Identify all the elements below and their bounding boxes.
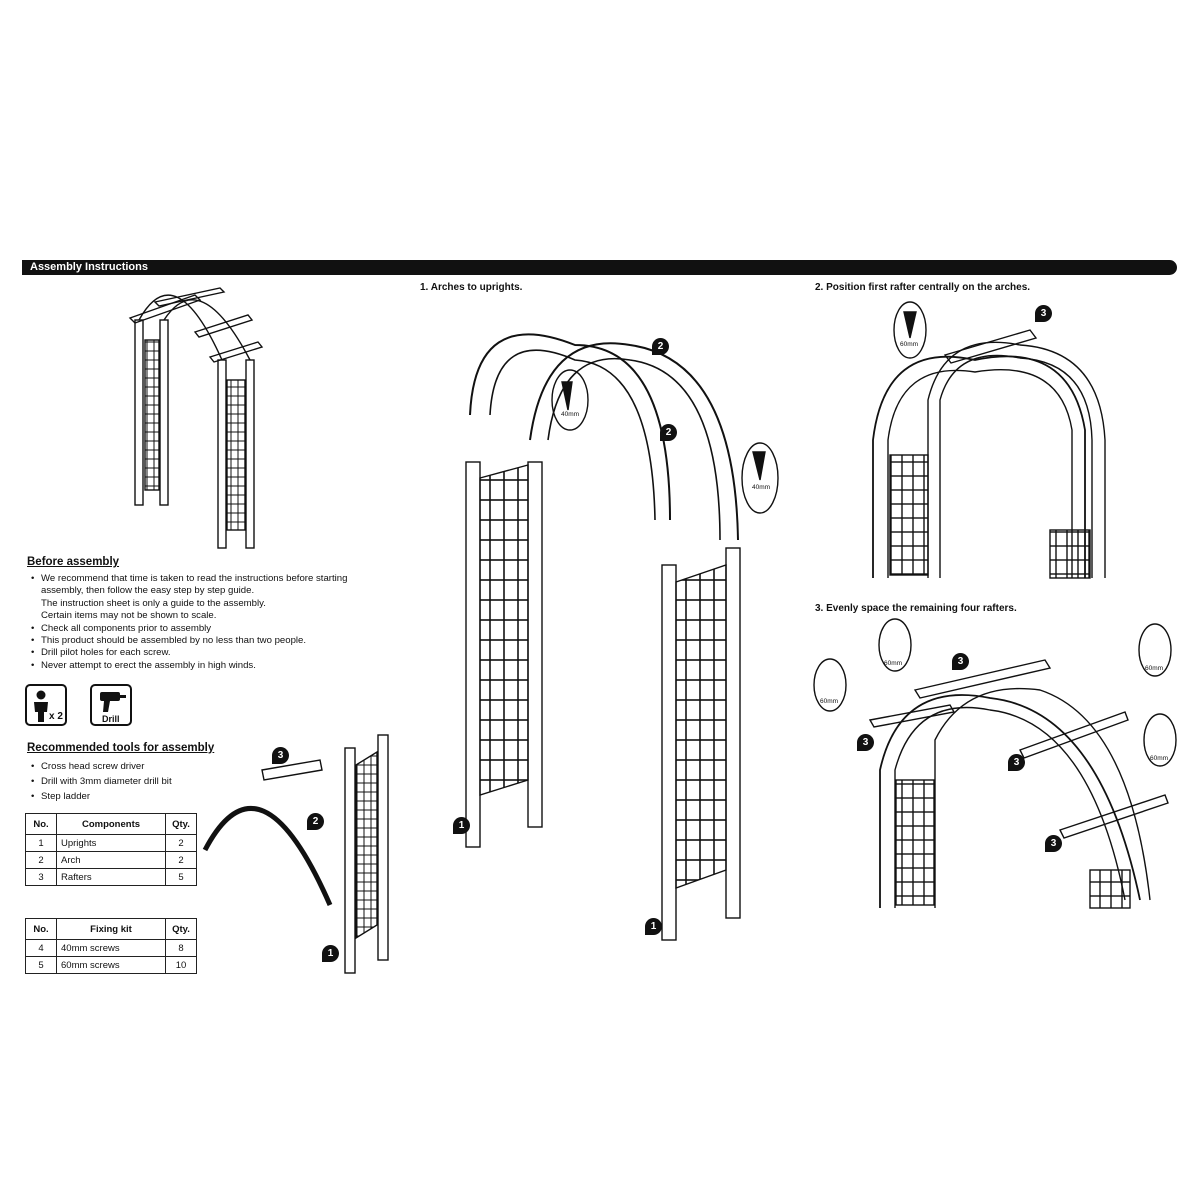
list-item: Cross head screw driver: [28, 759, 328, 774]
callout-2: 2: [652, 338, 669, 355]
step-2-title: 2. Position first rafter centrally on th…: [815, 282, 1031, 293]
callout-3: 3: [857, 734, 874, 751]
callout-1: 1: [645, 918, 662, 935]
two-people-icon: x 2: [25, 684, 67, 726]
before-assembly-list: We recommend that time is taken to read …: [28, 573, 363, 673]
callout-1: 1: [322, 945, 339, 962]
step-1-illustration: [465, 333, 779, 941]
tools-heading: Recommended tools for assembly: [27, 742, 215, 754]
screw-size-label: 60mm: [1145, 665, 1164, 672]
table-header-row: No. Fixing kit Qty.: [25, 918, 197, 940]
step-3-title: 3. Evenly space the remaining four rafte…: [815, 603, 1017, 614]
list-item: Drill with 3mm diameter drill bit: [28, 774, 328, 789]
list-item: Step ladder: [28, 789, 328, 804]
screw-size-label: 60mm: [884, 660, 903, 667]
screw-size-label: 40mm: [752, 484, 771, 491]
callout-3: 3: [1045, 835, 1062, 852]
callout-3: 3: [1035, 305, 1052, 322]
screw-size-label: 60mm: [900, 341, 919, 348]
screw-size-label: 40mm: [561, 411, 580, 418]
callout-3: 3: [1008, 754, 1025, 771]
tools-list: Cross head screw driver Drill with 3mm d…: [28, 759, 328, 804]
callout-2: 2: [660, 424, 677, 441]
overview-arch-illustration: [128, 287, 264, 549]
callout-1: 1: [453, 817, 470, 834]
parts-illustration: [202, 734, 389, 974]
drill-icon: Drill: [90, 684, 132, 726]
step-2-illustration: [872, 301, 1106, 579]
header-banner: Assembly Instructions: [22, 260, 1177, 275]
list-item: Check all components prior to assembly: [28, 623, 363, 636]
list-item: Drill pilot holes for each screw.: [28, 647, 363, 660]
list-item: This product should be assembled by no l…: [28, 635, 363, 648]
list-item: We recommend that time is taken to read …: [28, 573, 363, 623]
step-1-title: 1. Arches to uprights.: [420, 282, 523, 293]
page-title: Assembly Instructions: [30, 261, 148, 273]
callout-3: 3: [952, 653, 969, 670]
step-3-illustration: [813, 618, 1177, 909]
screw-size-label: 60mm: [1150, 755, 1169, 762]
screw-size-label: 60mm: [820, 698, 839, 705]
callout-2: 2: [307, 813, 324, 830]
before-assembly-heading: Before assembly: [27, 556, 120, 568]
list-item: Never attempt to erect the assembly in h…: [28, 660, 363, 673]
callout-3: 3: [272, 747, 289, 764]
